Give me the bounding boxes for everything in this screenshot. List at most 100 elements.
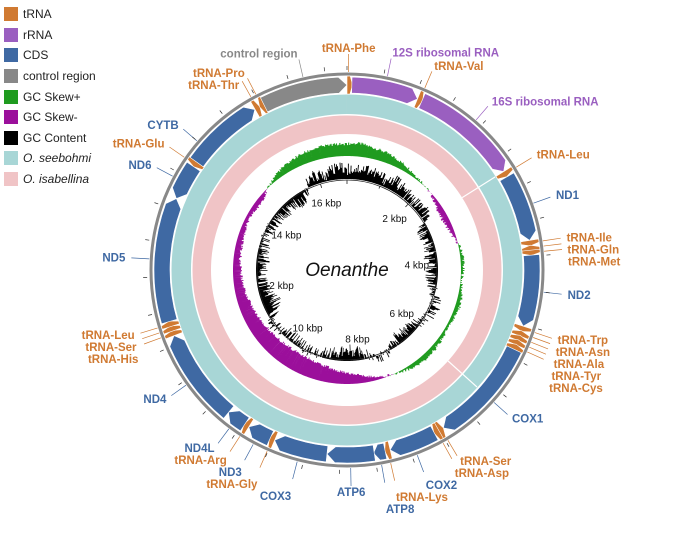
label-leader (529, 346, 547, 355)
outer-scale-tick (251, 89, 254, 94)
outer-scale-tick (154, 202, 159, 205)
feature-label: ATP8 (386, 504, 415, 516)
label-leader (292, 461, 298, 480)
feature-label: tRNA-Pro (193, 68, 245, 80)
outer-scale-tick (376, 467, 378, 472)
seebohmi-ring (171, 94, 523, 446)
label-leader (244, 444, 254, 461)
feature-label: tRNA-Ala (554, 359, 605, 371)
kbp-tick (430, 295, 434, 297)
kbp-tick (405, 203, 409, 208)
outer-scale-tick (412, 458, 415, 463)
legend-label: tRNA (23, 7, 52, 22)
kbp-tick (290, 199, 293, 202)
feature-label: tRNA-Gly (206, 479, 258, 491)
label-leader (447, 440, 458, 457)
feature-label: tRNA-Thr (188, 80, 240, 92)
label-leader (534, 332, 553, 339)
feature-label: tRNA-Phe (322, 43, 376, 55)
label-leader (416, 454, 424, 473)
outer-scale-tick (523, 363, 528, 366)
gc-skew-positive (266, 142, 465, 377)
legend-label: O. isabellina (23, 172, 90, 187)
isabellina-ring (192, 115, 502, 425)
outer-backbone-ring (143, 66, 551, 474)
legend-swatch (4, 151, 18, 166)
feature-trna-arrow (521, 248, 541, 256)
ring-gap-mark (461, 176, 496, 199)
kbp-tick (320, 183, 323, 188)
feature-label: tRNA-Asn (556, 347, 610, 359)
label-leader (241, 80, 252, 98)
label-leader (424, 71, 433, 89)
feature-label: tRNA-Ser (460, 456, 512, 468)
feature-label: ND4L (184, 443, 214, 455)
legend-item: O. isabellina (4, 169, 96, 190)
kbp-label: 8 kbp (345, 335, 370, 346)
outer-scale-tick (446, 443, 450, 447)
outer-scale-tick (148, 314, 153, 316)
label-leader (247, 78, 257, 95)
kbp-tick (359, 354, 361, 360)
feature-trna-arrow (431, 422, 444, 441)
label-leader (533, 337, 551, 344)
outer-scale-tick (231, 435, 235, 439)
legend-swatch (4, 89, 18, 104)
outer-scale-tick (507, 148, 512, 152)
label-leader (131, 257, 150, 260)
legend-swatch (4, 110, 18, 125)
feature-cds-arrow (248, 423, 274, 446)
outer-scale-tick (453, 97, 456, 101)
outer-scale-tick (482, 120, 487, 124)
feature-trna-arrow (384, 440, 393, 460)
feature-trna-arrow (162, 325, 182, 335)
label-leader (217, 428, 230, 444)
label-leader (143, 337, 162, 345)
feature-cds-arrow (499, 172, 537, 241)
feature-label: tRNA-Cys (549, 383, 603, 395)
feature-cds-arrow (443, 345, 522, 431)
kbp-tick (295, 340, 299, 345)
legend-item: GC Skew+ (4, 86, 96, 107)
feature-label: ATP6 (337, 487, 366, 499)
legend-item: tRNA (4, 4, 96, 25)
outer-scale-tick (538, 328, 543, 331)
label-leader (298, 59, 304, 78)
gc-skew-negative (233, 185, 458, 384)
legend-swatch (4, 69, 18, 84)
feature-trna-arrow (346, 75, 353, 95)
feature-label: tRNA-Asp (455, 468, 509, 480)
outer-scale-tick (178, 382, 182, 386)
gc-skew-track (233, 142, 465, 384)
kbp-tick (268, 224, 273, 228)
feature-label: tRNA-Val (434, 61, 483, 73)
label-leader (171, 384, 187, 396)
kbp-tick (326, 355, 328, 358)
feature-trna-arrow (250, 99, 263, 118)
feature-label: tRNA-Tyr (551, 371, 601, 383)
feature-label: tRNA-Met (568, 256, 621, 268)
kbp-label: 12 kbp (264, 281, 294, 292)
feature-trna-arrow (160, 320, 180, 330)
kbp-tick (259, 288, 264, 291)
feature-label: ND3 (219, 467, 242, 479)
feature-label: tRNA-Leu (537, 150, 590, 162)
feature-label: ND6 (128, 160, 151, 172)
feature-label: 12S ribosomal RNA (392, 48, 499, 60)
label-leader (229, 436, 241, 452)
legend-swatch (4, 172, 18, 187)
feature-label: COX2 (426, 480, 457, 492)
feature-cds-arrow (169, 335, 235, 419)
outer-scale-tick (202, 411, 206, 415)
label-leader (475, 106, 489, 121)
feature-label: control region (220, 49, 297, 61)
label-leader (531, 342, 549, 350)
outer-scale-tick (527, 181, 531, 184)
legend-item: GC Content (4, 128, 96, 149)
feature-cds-arrow (517, 254, 541, 327)
feature-label: ND5 (102, 253, 126, 265)
feature-trna-arrow (267, 430, 279, 449)
feature-trna-arrow (513, 323, 533, 333)
label-leader (493, 402, 508, 415)
